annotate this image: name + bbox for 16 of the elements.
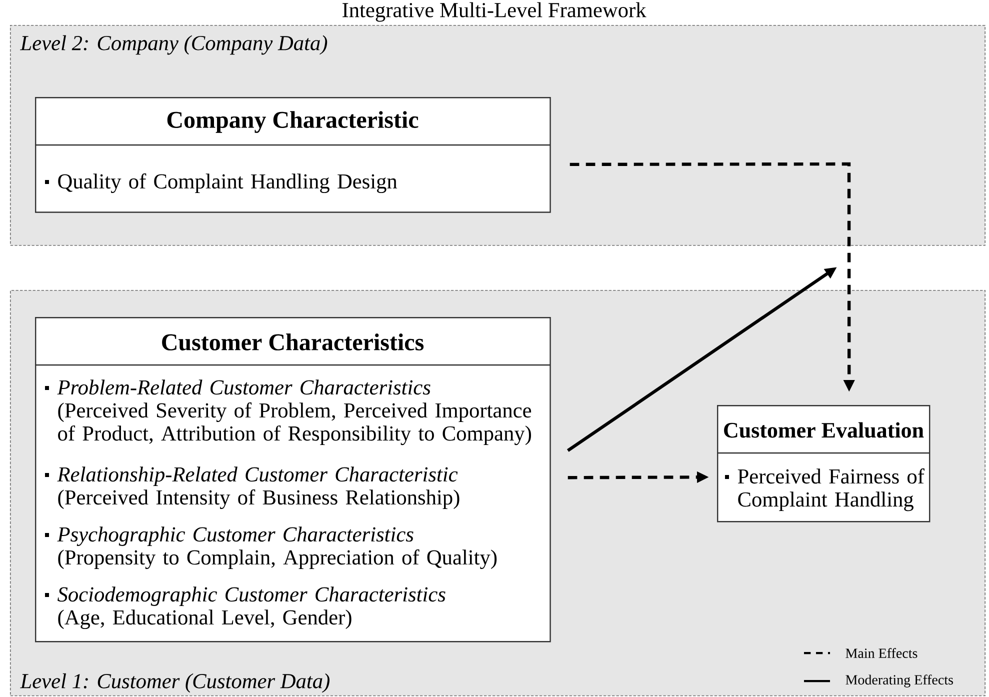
item-detail: (Perceived Intensity of Business Relationship) — [58, 489, 460, 510]
bullet-item: Relationship-Related Customer Characteristic — [45, 466, 458, 486]
panel: Company Characteristic Quality of Complaint Handling Design — [35, 97, 551, 213]
panel: Customer Evaluation Perceived Fairness of Complaint Handling — [717, 405, 930, 522]
legend-item: Moderating Effects — [804, 674, 953, 688]
item-detail: (Age, Educational Level, Gender) — [58, 610, 352, 630]
item-detail: (Propensity to Complain, Appreciation of Quality) — [58, 549, 497, 570]
legend-item: Main Effects — [804, 648, 918, 658]
bullet-item: Problem-Related Customer Characteristics — [45, 380, 430, 395]
title: Integrative Multi-Level Framework — [342, 2, 646, 22]
bullet-item: Psychographic Customer Characteristics — [45, 526, 414, 546]
bullet-item: Sociodemographic Customer Characteristics — [45, 586, 446, 606]
bullet-item: Quality of Complaint Handling Design — [45, 173, 398, 194]
bullet-item: Perceived Fairness of Complaint Handling — [725, 468, 924, 512]
panel: Customer Characteristics Problem-Related Customer Characteristics (Perceived Severity of Problem, Perceived Importance of Product, Attribution of Responsibility to Company) Relationship-Related Customer Characteristic (Perceived Intensity of Business Relationship) Psychographic Customer Characteristics (Propensity to Complain, Appreciation of Quality) Sociodemographic Customer Characteristics (Age, Educational Level, Gender) — [35, 317, 551, 642]
item-detail: (Perceived Severity of Problem, Perceived Importance of Product, Attribution of Responsibility to Company) — [58, 402, 532, 446]
